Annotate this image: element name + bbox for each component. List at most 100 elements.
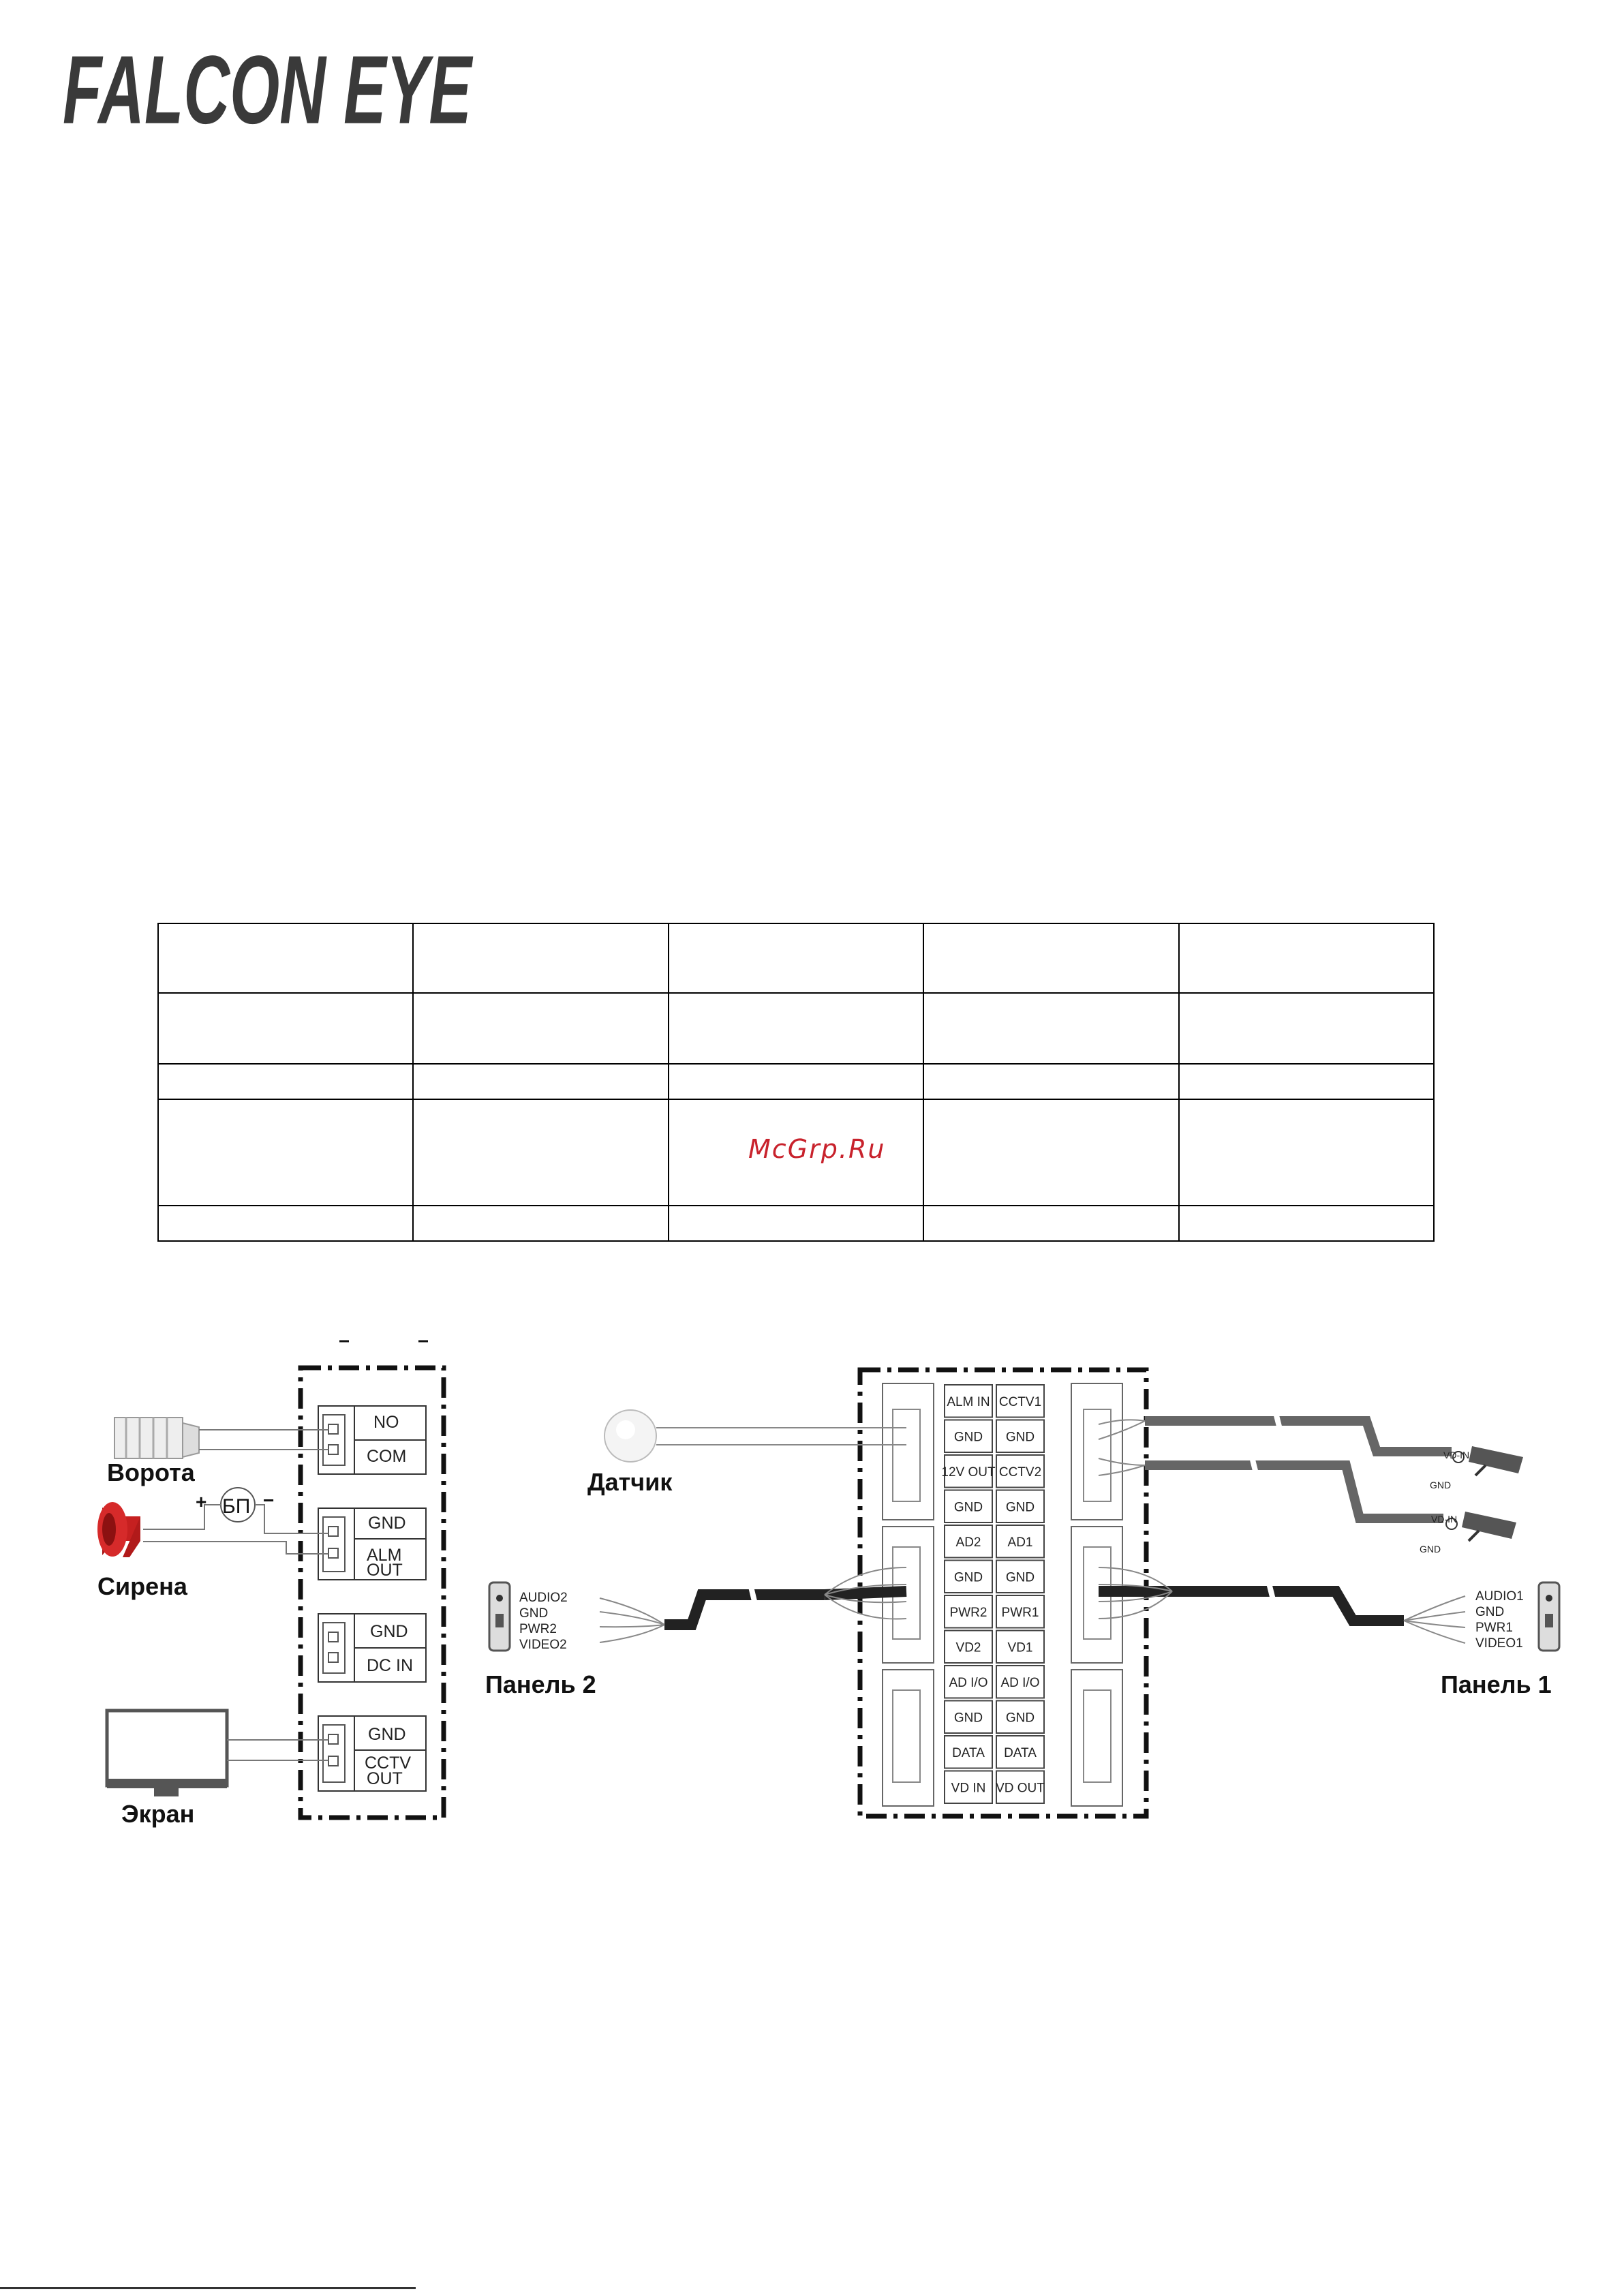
pin-cell-right <box>996 1665 1045 1699</box>
panel1-wire-gnd: GND <box>1475 1605 1504 1619</box>
cam1-gnd: GND <box>1430 1480 1451 1490</box>
panel2-label: Панель 2 <box>485 1670 596 1698</box>
pin-cell-right <box>996 1595 1045 1629</box>
pin-label-right: GND <box>1006 1711 1035 1725</box>
pin-label-right: CCTV2 <box>999 1465 1041 1480</box>
pin-label-right: GND <box>1006 1430 1035 1444</box>
pin-gnd-1: GND <box>368 1514 406 1533</box>
pin-cell-left <box>944 1595 993 1629</box>
panel1-device <box>1537 1581 1561 1652</box>
pin-cell-left <box>944 1559 993 1593</box>
pin-gnd-3: GND <box>368 1725 406 1744</box>
panel2-wire-pwr: PWR2 <box>519 1622 557 1636</box>
pin-label-right: DATA <box>1004 1746 1037 1760</box>
pin-label-left: GND <box>954 1500 983 1514</box>
pin-label-left: GND <box>954 1570 983 1585</box>
pin-label-left: 12V OUT <box>941 1465 996 1480</box>
gate-label: Ворота <box>107 1458 196 1486</box>
pin-cell-right <box>996 1770 1045 1804</box>
camera-1-icon <box>1452 1446 1523 1477</box>
pin-cell-left <box>944 1629 993 1664</box>
camera-2-icon <box>1445 1512 1516 1542</box>
pin-label-left: GND <box>954 1711 983 1725</box>
pin-label-right: AD1 <box>1008 1535 1033 1550</box>
sensor-label: Датчик <box>587 1468 673 1496</box>
left-terminal-block <box>298 1365 446 1820</box>
cctv2-cable <box>1145 1460 1443 1523</box>
psu-minus: − <box>263 1490 274 1511</box>
pin-label-left: ALM IN <box>947 1395 990 1409</box>
pin-cell-left <box>944 1419 993 1453</box>
terminal-gnd-dc-in: GND DC IN <box>318 1613 427 1683</box>
psu-label: БП <box>222 1495 250 1518</box>
pin-cell-left <box>944 1384 993 1418</box>
pin-gnd-2: GND <box>370 1622 408 1641</box>
screen-label: Экран <box>121 1800 194 1828</box>
svg-text:FALCON EYE: FALCON EYE <box>63 42 474 144</box>
cam1-vd-in: VD-IN <box>1443 1450 1469 1460</box>
cam2-gnd: GND <box>1420 1544 1441 1555</box>
cam2-vd-in: VD-IN <box>1431 1514 1457 1525</box>
panel1-label: Панель 1 <box>1441 1670 1552 1698</box>
pin-label-left: VD IN <box>951 1781 986 1795</box>
panel2-wire-video: VIDEO2 <box>519 1638 567 1652</box>
pin-no: NO <box>373 1413 399 1432</box>
pin-cctv-out-2: OUT <box>367 1769 403 1788</box>
panel1-wire-video: VIDEO1 <box>1475 1636 1523 1651</box>
pin-cell-right <box>996 1700 1045 1734</box>
pin-alm-out-2: OUT <box>367 1561 403 1580</box>
pin-cell-left <box>944 1454 993 1488</box>
panel2-device <box>488 1581 511 1652</box>
spec-table <box>157 923 1435 1242</box>
pin-cell-left <box>944 1735 993 1769</box>
cctv1-cable <box>1145 1416 1452 1456</box>
panel1-wire-audio: AUDIO1 <box>1475 1589 1524 1604</box>
pin-label-left: VD2 <box>956 1640 981 1655</box>
falcon-eye-logo: FALCON EYE <box>63 42 474 144</box>
pin-cctv-out: CCTV <box>365 1754 411 1773</box>
terminal-gnd-alm-out: GND ALM OUT <box>318 1507 427 1580</box>
pin-label-right: VD1 <box>1008 1640 1033 1655</box>
pin-cell-right <box>996 1489 1045 1523</box>
terminal-no-com: NO COM <box>318 1405 427 1475</box>
panel2-wire-audio: AUDIO2 <box>519 1591 568 1605</box>
pin-cell-left <box>944 1700 993 1734</box>
pin-dc-in: DC IN <box>367 1656 413 1675</box>
terminal-gnd-cctv-out: GND CCTV OUT <box>318 1715 427 1792</box>
pin-cell-right <box>996 1454 1045 1488</box>
pin-label-left: AD I/O <box>949 1676 987 1690</box>
pin-cell-left <box>944 1770 993 1804</box>
siren-label: Сирена <box>97 1572 188 1600</box>
screen-icon <box>105 1709 229 1796</box>
gate-icon <box>114 1417 200 1459</box>
pin-cell-right <box>996 1559 1045 1593</box>
pin-cell-right <box>996 1384 1045 1418</box>
pin-label-right: VD OUT <box>996 1781 1045 1795</box>
pin-label-right: GND <box>1006 1500 1035 1514</box>
panel1-wire-pwr: PWR1 <box>1475 1621 1513 1635</box>
pin-com: COM <box>367 1447 406 1466</box>
panel2-wire-gnd: GND <box>519 1606 548 1621</box>
watermark: McGrp.Ru <box>748 1134 886 1164</box>
pin-cell-left <box>944 1525 993 1559</box>
pin-alm-out: ALM <box>367 1546 401 1565</box>
footer-rule <box>0 2287 416 2289</box>
pin-cell-left <box>944 1665 993 1699</box>
pin-label-left: PWR2 <box>950 1606 987 1620</box>
pin-label-right: GND <box>1006 1570 1035 1585</box>
pin-cell-right <box>996 1735 1045 1769</box>
panel2-cable <box>664 1589 825 1630</box>
pin-cell-right <box>996 1629 1045 1664</box>
pin-cell-right <box>996 1419 1045 1453</box>
pin-label-right: PWR1 <box>1002 1606 1039 1620</box>
pin-label-right: CCTV1 <box>999 1395 1041 1409</box>
panel1-fanout <box>1098 1567 1466 1644</box>
panel2-fanout <box>599 1567 907 1643</box>
siren-icon <box>97 1502 140 1557</box>
pin-cell-left <box>944 1489 993 1523</box>
pin-label-left: GND <box>954 1430 983 1444</box>
pin-label-right: AD I/O <box>1000 1676 1039 1690</box>
wiring-diagram: NO COM GND ALM OUT GND DC IN GND CCTV OU… <box>97 1340 1561 1828</box>
pin-label-left: AD2 <box>956 1535 981 1550</box>
